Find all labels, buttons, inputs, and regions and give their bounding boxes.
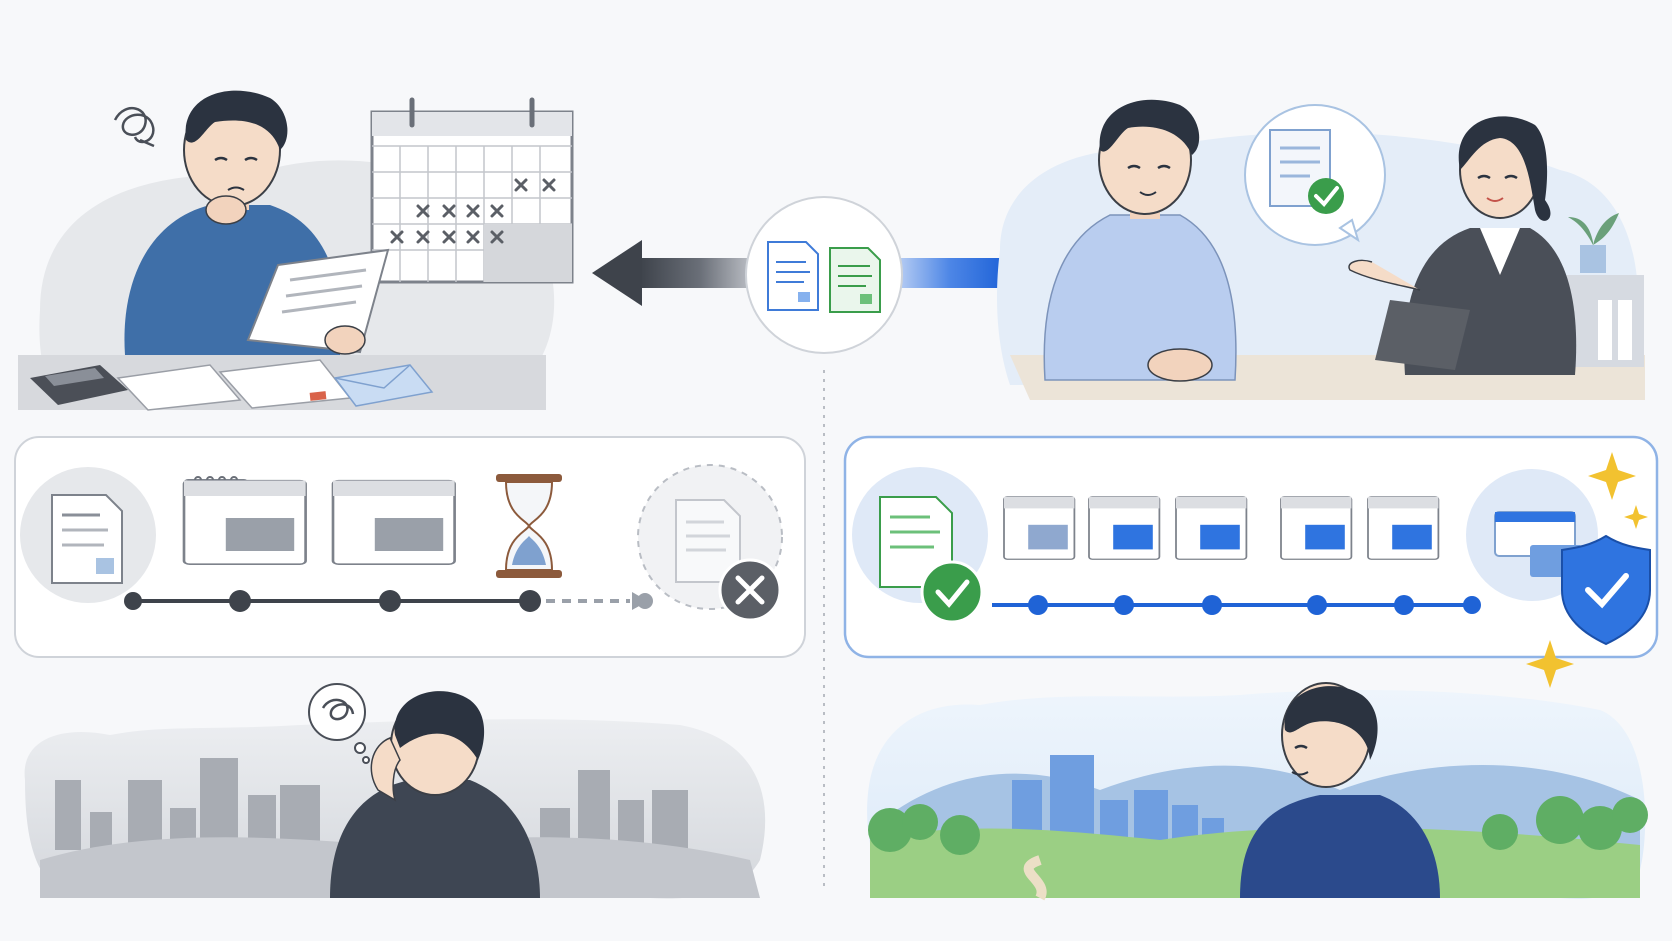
calendar-icon bbox=[1003, 496, 1076, 560]
stress-scribble-icon bbox=[113, 107, 155, 148]
scene-stressed-city bbox=[24, 683, 766, 899]
scene-bright-city bbox=[867, 682, 1648, 901]
right-timeline-panel bbox=[843, 435, 1659, 659]
approved-document-icon bbox=[829, 247, 881, 313]
shield-check-icon bbox=[1561, 534, 1651, 646]
timeline-node bbox=[519, 590, 541, 612]
arrow-right-shaft bbox=[890, 258, 1010, 288]
plant-icon bbox=[1568, 213, 1619, 273]
check-circle-icon bbox=[920, 560, 984, 624]
calendar-icon bbox=[331, 479, 456, 565]
center-arrows bbox=[592, 240, 1056, 306]
document-icon bbox=[51, 494, 123, 584]
thought-bubble bbox=[308, 683, 370, 764]
clipboard-icon bbox=[1375, 300, 1470, 370]
envelope-icon bbox=[333, 364, 434, 407]
scene-worried-man bbox=[18, 90, 574, 411]
timeline-node bbox=[1114, 595, 1134, 615]
calendar-icon bbox=[1175, 496, 1248, 560]
calendar-icon bbox=[182, 479, 307, 565]
timeline-node bbox=[1307, 595, 1327, 615]
center-documents bbox=[745, 196, 903, 354]
wall-calendar-icon bbox=[370, 97, 574, 284]
x-circle-icon bbox=[718, 558, 782, 622]
check-circle-icon bbox=[1308, 178, 1344, 214]
timeline-node bbox=[379, 590, 401, 612]
document-icon bbox=[767, 241, 819, 311]
approved-document-icon bbox=[879, 496, 953, 588]
calculator-icon bbox=[30, 365, 128, 405]
approval-speech-bubble bbox=[1244, 104, 1386, 246]
hourglass-icon bbox=[496, 474, 562, 578]
timeline-node bbox=[229, 590, 251, 612]
arrow-left-icon bbox=[592, 240, 642, 306]
timeline-node bbox=[1394, 595, 1414, 615]
scene-consultation bbox=[997, 99, 1645, 400]
left-timeline-panel bbox=[14, 436, 806, 658]
timeline-node bbox=[1028, 595, 1048, 615]
paper-icon bbox=[116, 364, 242, 411]
calendar-icon bbox=[1280, 496, 1353, 560]
calendar-icon bbox=[1088, 496, 1161, 560]
arrow-left-shaft bbox=[640, 258, 760, 288]
calendar-icon bbox=[1367, 496, 1440, 560]
timeline-node bbox=[1202, 595, 1222, 615]
